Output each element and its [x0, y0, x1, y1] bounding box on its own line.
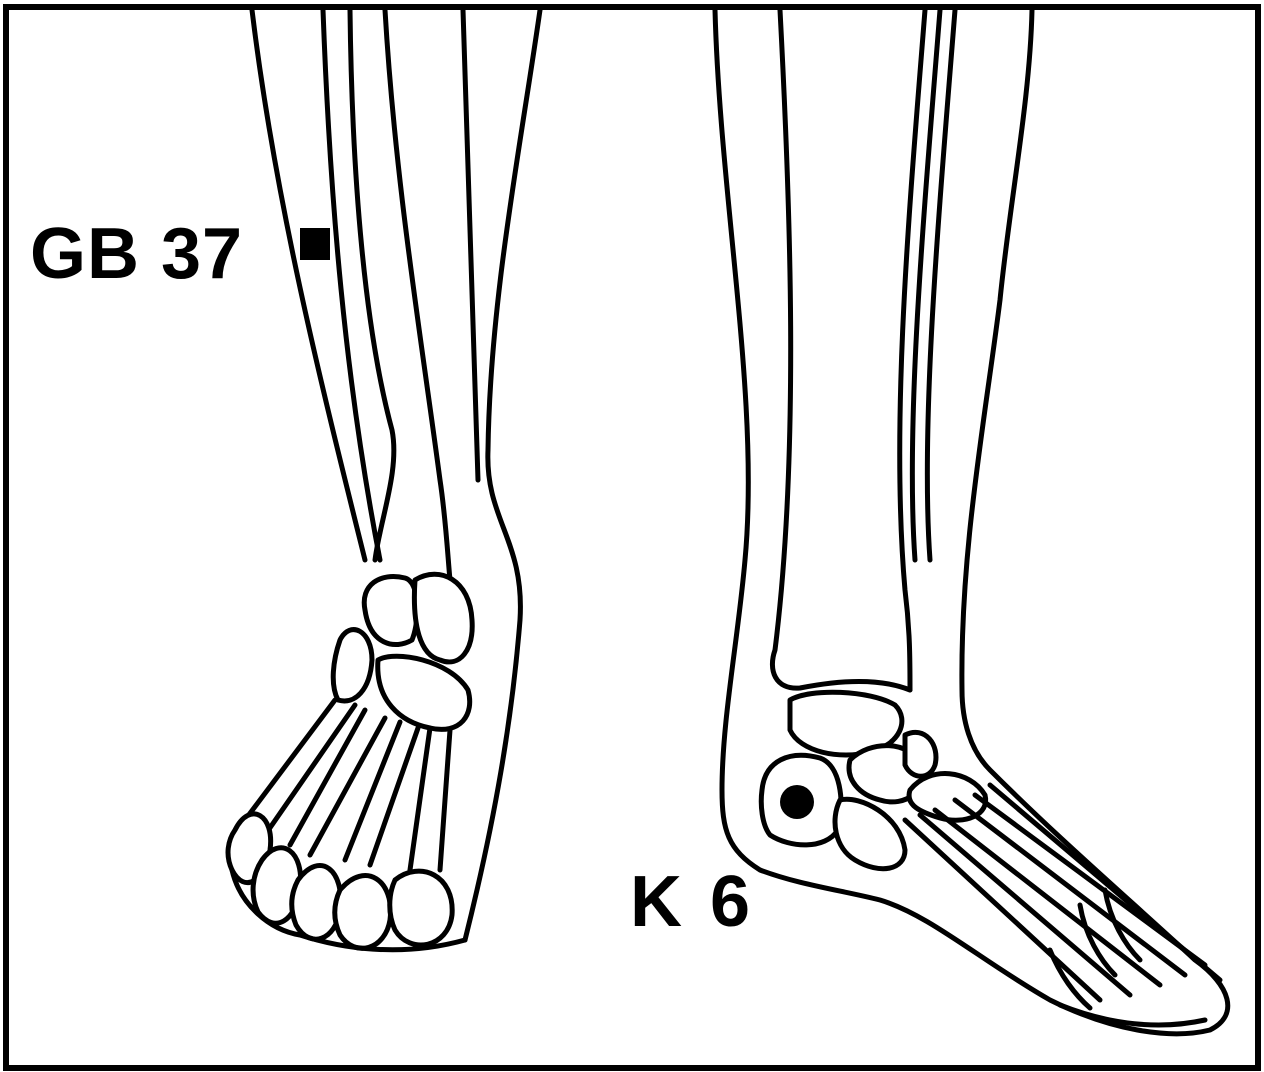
left-metatarsal-3b: [370, 728, 418, 865]
left-toe-2: [335, 876, 391, 949]
left-tibia-line: [385, 10, 450, 580]
k6-label: K 6: [630, 866, 754, 938]
right-metatarsal-2: [920, 815, 1130, 995]
left-leg-outer-contour: [252, 10, 365, 560]
right-cuneiform-1: [905, 732, 936, 776]
gb37-label: GB 37: [30, 218, 243, 290]
right-cuboid: [835, 799, 905, 868]
left-cuboid: [378, 656, 470, 729]
left-talus: [414, 574, 472, 662]
right-metatarsal-4: [955, 800, 1185, 975]
right-sole-line: [1060, 1005, 1205, 1025]
right-leg-side-view: [715, 10, 1228, 1034]
left-metatarsal-1b: [265, 705, 355, 835]
left-metatarsal-4b: [440, 730, 450, 870]
right-tibia-line: [772, 10, 910, 690]
left-tendon-2: [350, 10, 394, 560]
left-cuneiform: [333, 630, 372, 701]
left-tibia-edge: [463, 10, 478, 480]
gb37-square-marker: [300, 228, 330, 260]
left-leg-front-view: [228, 10, 540, 950]
left-toe-1: [390, 871, 452, 945]
right-tibia-edge: [900, 10, 925, 690]
left-navicular: [364, 577, 417, 645]
k6-dot-marker: [780, 785, 814, 819]
